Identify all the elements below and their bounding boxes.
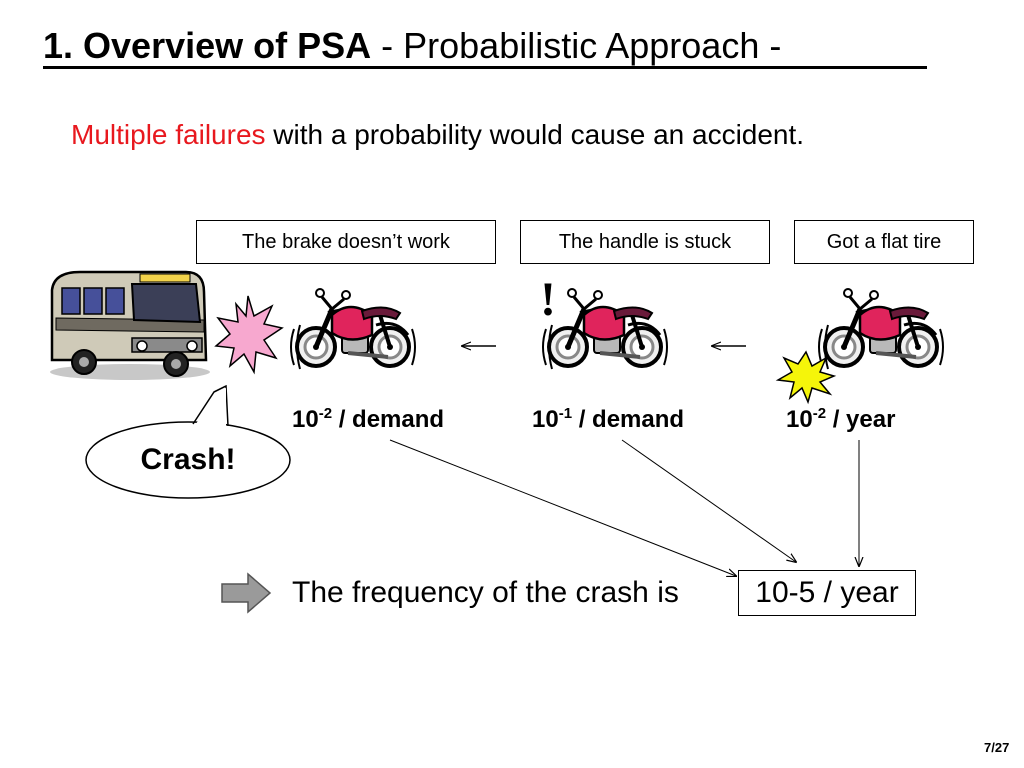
crash-callout: [85, 384, 291, 499]
motorcycle-icon: [819, 289, 943, 369]
failure-label-handle: The handle is stuck: [520, 220, 770, 264]
probability-handle: 10-1 / demand: [532, 405, 685, 433]
right-arrow-icon: [221, 572, 272, 614]
probability-tire: 10-2 / year: [786, 405, 896, 433]
title-suffix: - Probabilistic Approach -: [371, 25, 782, 66]
page-number: 7/27: [984, 740, 1010, 755]
probability-brake: 10-2 / demand: [292, 405, 445, 433]
bus-icon: [50, 270, 210, 380]
result-value: 10-5 / year: [738, 570, 916, 616]
motorcycle-icon: [291, 289, 415, 369]
subtitle: Multiple failures with a probability wou…: [71, 117, 804, 153]
motorcycle-icon: [543, 289, 667, 369]
title-main: 1. Overview of PSA: [43, 25, 372, 66]
failure-label-brake: The brake doesn’t work: [196, 220, 496, 264]
connector-arrow: [389, 439, 736, 576]
subtitle-text: with a probability would cause an accide…: [265, 119, 805, 150]
exclamation-icon: !: [540, 273, 556, 326]
crash-label: Crash!: [140, 443, 236, 476]
title-underline: [43, 66, 927, 69]
page-title: 1. Overview of PSA - Probabilistic Appro…: [43, 24, 781, 68]
connector-arrow: [621, 439, 796, 562]
result-text: The frequency of the crash is: [292, 576, 679, 609]
burst-icon: [775, 350, 837, 405]
subtitle-highlight: Multiple failures: [71, 119, 266, 150]
burst-icon: [214, 295, 284, 375]
failure-label-tire: Got a flat tire: [794, 220, 974, 264]
